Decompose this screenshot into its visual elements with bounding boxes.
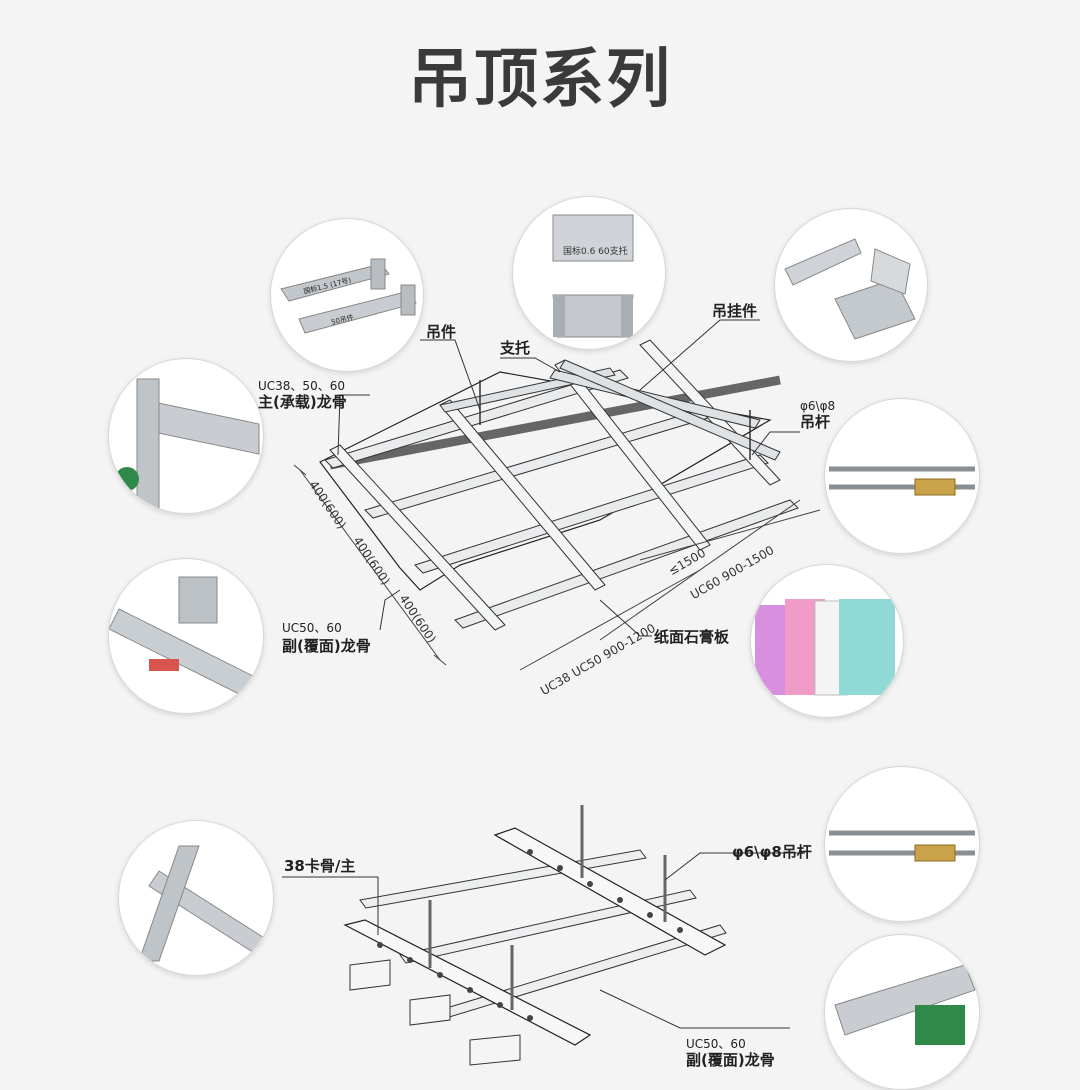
bottom-channel-photo-circle (824, 934, 980, 1090)
page-title: 吊顶系列 (408, 43, 672, 117)
main-card-bars (343, 827, 727, 1046)
card-holes (377, 849, 683, 1021)
label-card-main: 38卡骨/主 (284, 857, 356, 875)
label-sub-name: 副(覆面)龙骨 (282, 637, 371, 655)
hanger-rods (479, 380, 751, 460)
support-photo-circle: 国标0.6 60支托 (512, 196, 666, 350)
label-sub-spec: UC50、60 (282, 621, 342, 635)
label-rod-spec: φ6\φ8 (800, 399, 836, 413)
top-rails (439, 359, 781, 461)
u-channel-feet (349, 959, 521, 1066)
gypsum-board-outline (319, 371, 772, 591)
label-diaojian: 吊件 (426, 323, 457, 341)
hanger-photo-circle (774, 208, 928, 362)
label-zhituo: 支托 (500, 339, 531, 357)
label-diaoguajian: 吊挂件 (712, 302, 758, 320)
gypsum-board-photo-circle (750, 564, 904, 718)
main-channel-photo-circle (108, 358, 264, 514)
card-keel-photo-circle (118, 820, 274, 976)
label-bottom-rod: φ6\φ8吊杆 (732, 843, 812, 861)
sub-channel-photo-circle (108, 558, 264, 714)
label-bottom-sub-name: 副(覆面)龙骨 (686, 1051, 775, 1069)
label-main-spec: UC38、50、60 (258, 379, 345, 393)
bottom-rod-photo-circle (824, 766, 980, 922)
support-stamp-text: 国标0.6 60支托 (563, 247, 628, 257)
bottom-leader-lines (282, 852, 805, 1029)
bottom-rods (428, 805, 667, 1010)
rod-photo-circle (824, 398, 980, 554)
label-main-name: 主(承载)龙骨 (258, 393, 347, 411)
leader-lines (337, 319, 800, 637)
label-gypsum-board: 纸面石膏板 (654, 628, 730, 646)
label-rod-name: 吊杆 (800, 413, 831, 431)
main-channel-bars (324, 369, 799, 629)
clip-photo-circle: 国标1.5 (17号) 50吊件 (270, 218, 424, 372)
main-channels (329, 375, 781, 470)
dimension-lines (293, 464, 821, 671)
label-bottom-sub-spec: UC50、60 (686, 1037, 746, 1051)
cross-runner-bars (329, 339, 781, 631)
